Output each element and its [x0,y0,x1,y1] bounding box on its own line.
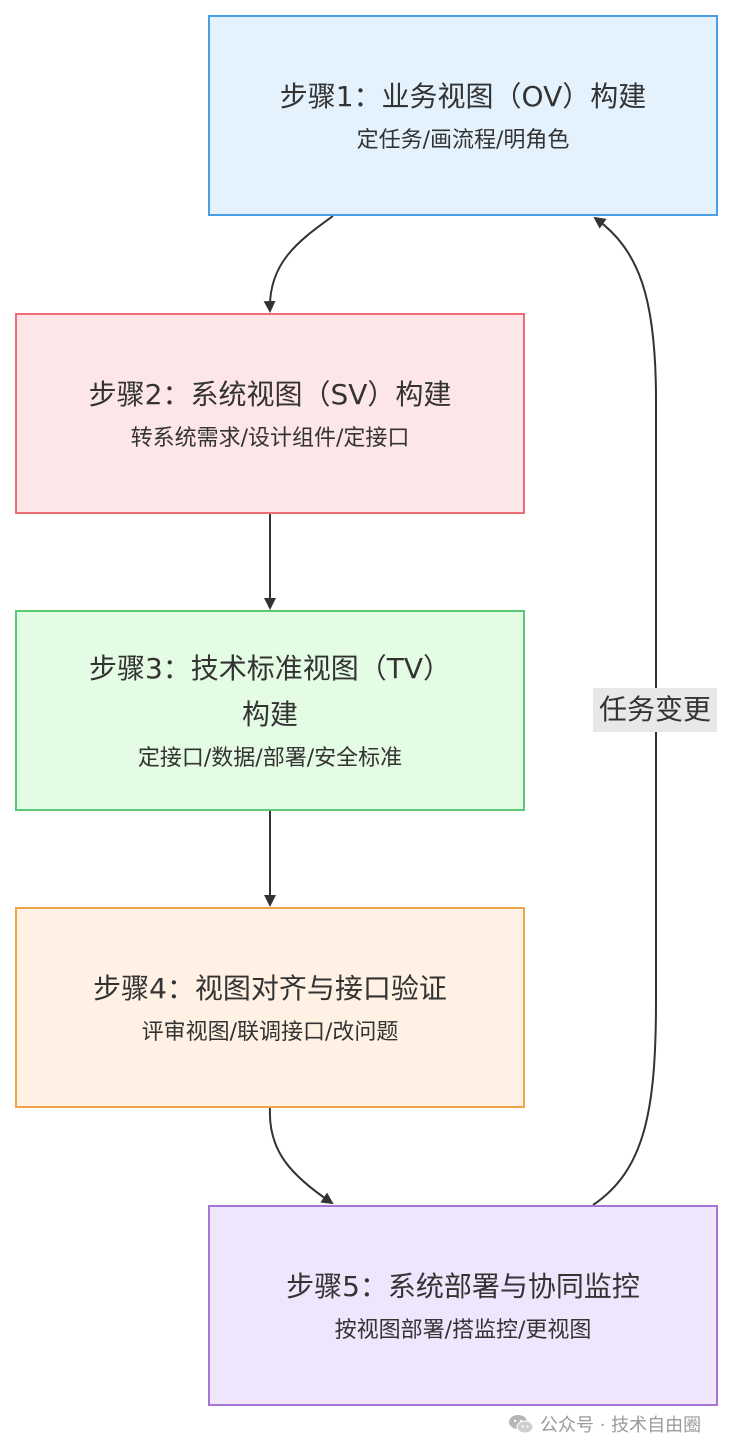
watermark: 公众号 · 技术自由圈 [508,1410,701,1438]
edge-n5-n1 [592,216,657,1206]
node-step1-title: 步骤1：业务视图（OV）构建 [279,79,647,113]
node-step2-title: 步骤2：系统视图（SV）构建 [88,377,452,411]
node-step2-sv: 步骤2：系统视图（SV）构建 转系统需求/设计组件/定接口 [15,313,525,514]
node-step1-desc: 定任务/画流程/明角色 [356,127,570,153]
node-step1-ov: 步骤1：业务视图（OV）构建 定任务/画流程/明角色 [208,15,718,216]
edge-label-task-change: 任务变更 [593,688,717,732]
node-step2-desc: 转系统需求/设计组件/定接口 [130,425,410,451]
node-step4-desc: 评审视图/联调接口/改问题 [141,1019,399,1045]
watermark-text: 公众号 · 技术自由圈 [540,1415,702,1436]
node-step3-tv: 步骤3：技术标准视图（TV）构建 定接口/数据/部署/安全标准 [15,610,525,811]
wechat-icon [509,1415,534,1434]
edge-n4-n5 [268,1107,334,1205]
node-step4-title: 步骤4：视图对齐与接口验证 [93,971,447,1005]
edge-n1-n2 [263,215,334,313]
node-step5-deploy: 步骤5：系统部署与协同监控 按视图部署/搭监控/更视图 [208,1205,718,1406]
node-step4-verify: 步骤4：视图对齐与接口验证 评审视图/联调接口/改问题 [15,907,525,1108]
node-step3-desc: 定接口/数据/部署/安全标准 [137,745,403,771]
node-step5-title: 步骤5：系统部署与协同监控 [286,1269,640,1303]
node-step3-title: 步骤3：技术标准视图（TV）构建 [88,651,452,731]
node-step5-desc: 按视图部署/搭监控/更视图 [334,1317,592,1343]
